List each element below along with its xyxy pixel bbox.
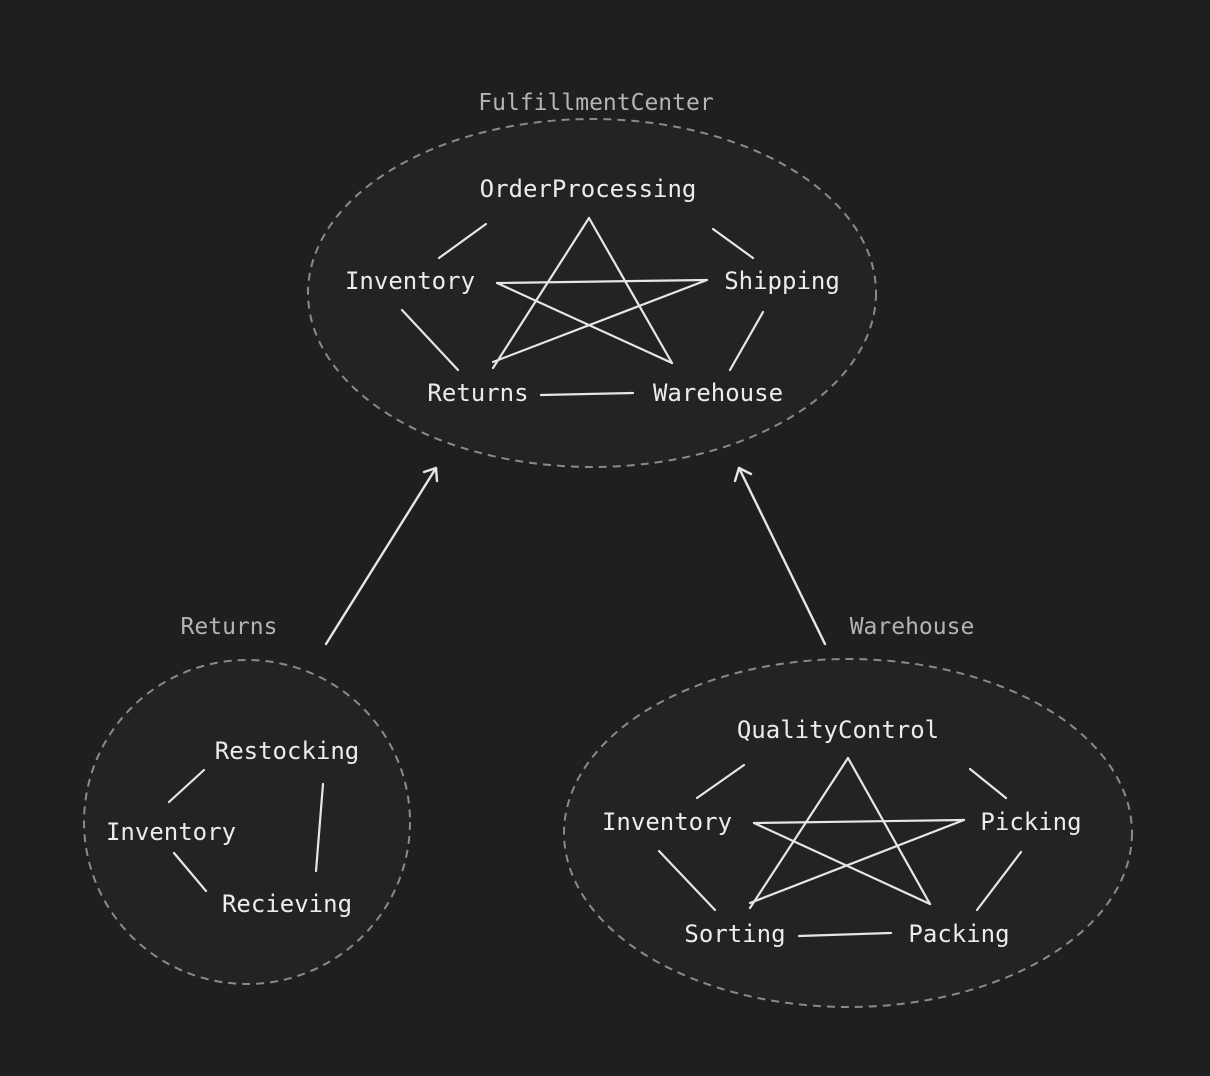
edge-order-returns	[491, 216, 591, 370]
edge-inventory-sorting	[657, 849, 717, 912]
edge-quality-inventory	[695, 763, 746, 800]
edge-shipping-warehouse	[728, 310, 765, 372]
edge-restocking-recieving	[314, 782, 325, 873]
node-picking: Picking	[980, 808, 1081, 836]
node-quality-control: QualityControl	[737, 716, 939, 744]
node-sorting: Sorting	[684, 920, 785, 948]
node-inventory: Inventory	[602, 808, 732, 836]
node-recieving: Recieving	[222, 890, 352, 918]
cluster-returns: Returns Restocking Inventory Recieving	[83, 614, 411, 985]
edge-inventory-picking	[752, 818, 966, 825]
cluster-fulfillment-center: FulfillmentCenter OrderProcessing Invent…	[307, 90, 877, 468]
cluster-warehouse: Warehouse QualityControl Inventory Picki…	[563, 614, 1133, 1008]
edge-returns-warehouse	[539, 391, 635, 397]
edge-inventory-recieving	[172, 851, 208, 893]
edge-sorting-packing	[797, 931, 893, 938]
edge-order-warehouse	[587, 216, 674, 365]
cluster-label-fulfillment-center: FulfillmentCenter	[478, 90, 713, 116]
node-warehouse: Warehouse	[653, 379, 783, 407]
edge-quality-sorting	[748, 756, 850, 910]
cluster-label-warehouse: Warehouse	[850, 614, 975, 640]
node-inventory: Inventory	[345, 267, 475, 295]
node-shipping: Shipping	[724, 267, 840, 295]
edge-picking-packing	[975, 850, 1023, 912]
edge-inventory-warehouse	[495, 281, 674, 365]
edge-inventory-packing	[752, 821, 932, 906]
node-order-processing: OrderProcessing	[480, 175, 697, 203]
arrow-warehouse-to-fulfillment	[733, 466, 827, 646]
cluster-boundary-fulfillment-center	[307, 118, 877, 468]
edge-order-shipping	[711, 227, 755, 260]
edge-quality-packing	[846, 756, 932, 906]
cluster-boundary-returns	[83, 659, 411, 985]
edge-shipping-returns	[491, 278, 709, 364]
node-inventory: Inventory	[106, 818, 236, 846]
edge-inventory-shipping	[495, 278, 709, 285]
edge-picking-sorting	[748, 818, 966, 905]
cluster-label-returns: Returns	[181, 614, 278, 640]
node-restocking: Restocking	[215, 737, 360, 765]
node-returns: Returns	[427, 379, 528, 407]
node-packing: Packing	[908, 920, 1009, 948]
arrow-returns-to-fulfillment	[324, 466, 439, 646]
edge-inventory-returns	[400, 308, 460, 372]
edge-restocking-inventory	[167, 768, 206, 804]
edge-order-inventory	[437, 222, 488, 260]
cluster-boundary-warehouse	[563, 658, 1133, 1008]
edge-quality-picking	[968, 767, 1008, 800]
